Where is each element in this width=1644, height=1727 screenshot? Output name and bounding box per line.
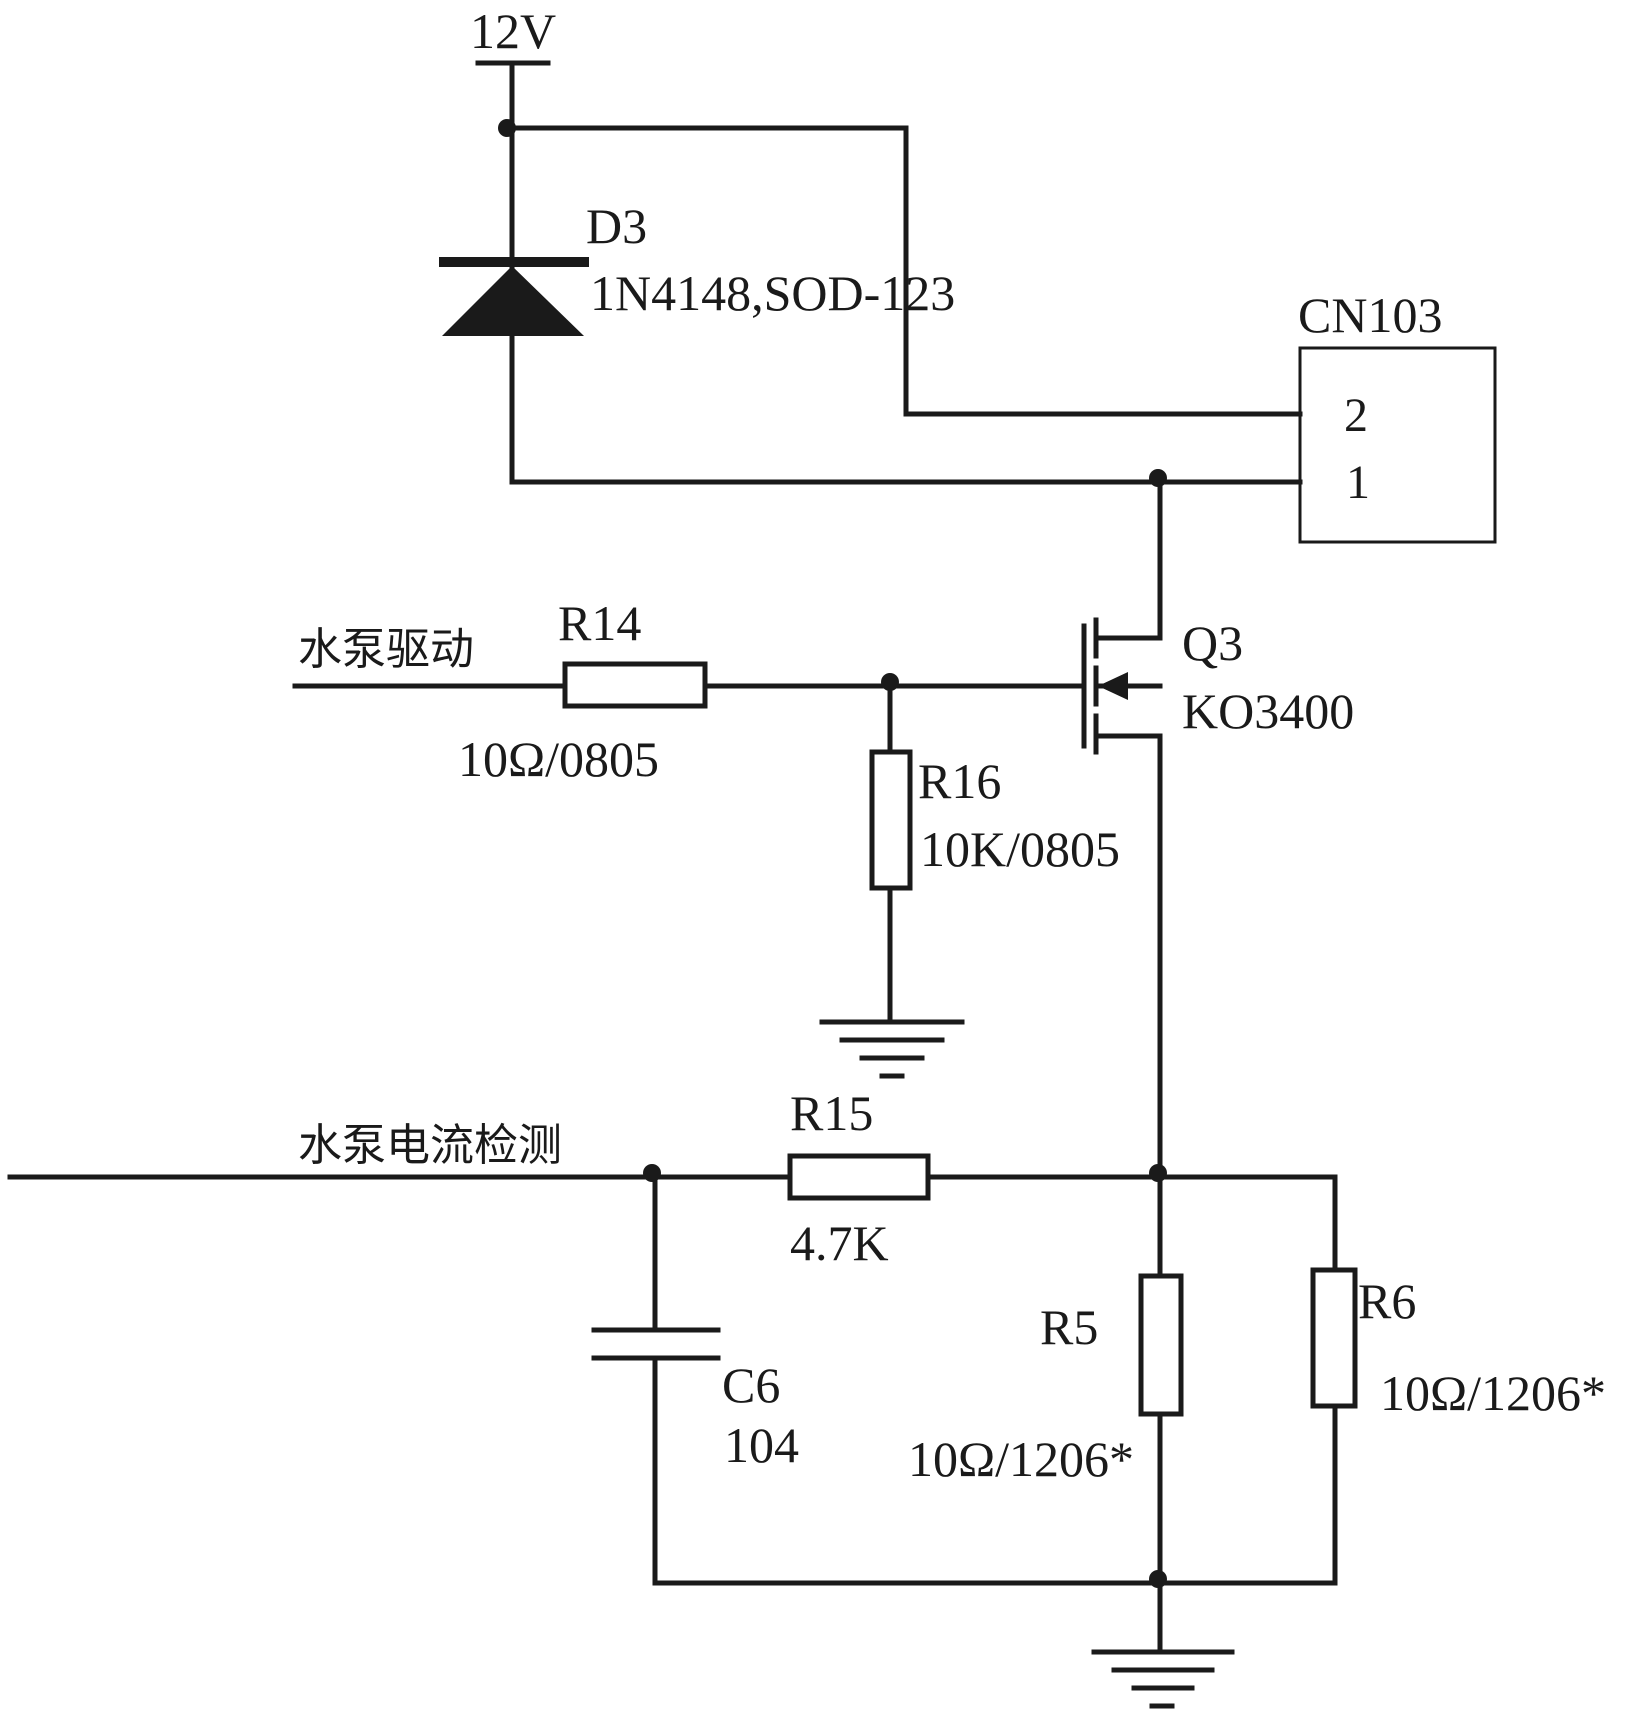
resistor-r5: R5 10Ω/1206*	[908, 1273, 1184, 1487]
d3-value: 1N4148,SOD-123	[590, 265, 955, 321]
supply-label: 12V	[470, 3, 556, 59]
q3-ref: Q3	[1182, 615, 1243, 671]
mosfet-q3: Q3 KO3400	[1081, 615, 1354, 755]
r6-value: 10Ω/1206*	[1380, 1365, 1606, 1421]
c6-ref: C6	[722, 1357, 780, 1413]
net-label-pump-drive: 水泵驱动	[298, 624, 474, 675]
c6-value: 104	[724, 1417, 799, 1473]
resistor-r14: R14 10Ω/0805	[458, 595, 708, 787]
wires	[7, 125, 1338, 1648]
r5-value: 10Ω/1206*	[908, 1431, 1134, 1487]
d3-ref: D3	[586, 198, 647, 254]
resistor-r15: R15 4.7K	[787, 1085, 931, 1271]
diode-d3: D3 1N4148,SOD-123	[439, 198, 955, 336]
capacitor-c6: C6 104	[591, 1327, 799, 1473]
resistor-r6: R6 10Ω/1206*	[1310, 1267, 1606, 1421]
q3-value: KO3400	[1182, 683, 1354, 739]
supply-12v: 12V	[470, 3, 556, 131]
r6-ref: R6	[1358, 1273, 1416, 1329]
r16-ref: R16	[918, 753, 1001, 809]
r14-value: 10Ω/0805	[458, 731, 659, 787]
r15-value: 4.7K	[790, 1215, 889, 1271]
r16-value: 10K/0805	[920, 821, 1120, 877]
ground-symbol	[1091, 1580, 1235, 1709]
junction-dot	[1149, 469, 1167, 487]
cn103-pin1-label: 1	[1346, 456, 1370, 509]
r15-ref: R15	[790, 1085, 873, 1141]
resistor-r16: R16 10K/0805	[869, 749, 1120, 891]
junctions	[498, 119, 1167, 1588]
cn103-ref: CN103	[1298, 287, 1442, 343]
cn103-pin2-label: 2	[1344, 389, 1368, 442]
connector-cn103: CN103 2 1	[1298, 287, 1497, 544]
r14-ref: R14	[558, 595, 641, 651]
ground-symbol	[819, 1019, 965, 1079]
net-label-pump-current-sense: 水泵电流检测	[298, 1120, 562, 1171]
junction-dot	[881, 673, 899, 691]
r5-ref: R5	[1040, 1299, 1098, 1355]
junction-dot	[498, 119, 516, 137]
junction-dot	[643, 1164, 661, 1182]
junction-dot	[1149, 1164, 1167, 1182]
